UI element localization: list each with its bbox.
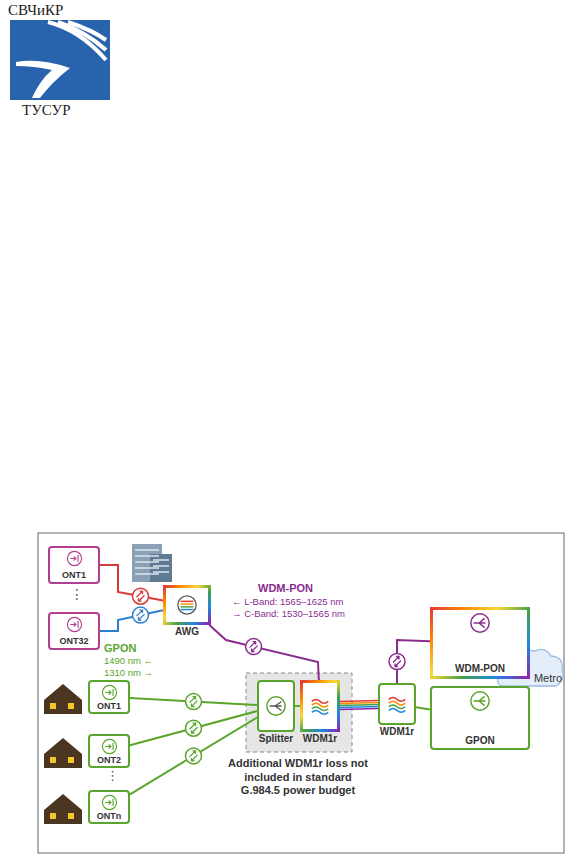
- fiber-line: [100, 610, 163, 631]
- transceiver-symbol: [186, 694, 202, 710]
- text-label: Additional WDM1r loss not included in st…: [226, 757, 370, 798]
- node-icon: [101, 684, 118, 701]
- fiber-line: [100, 565, 163, 601]
- node-icon: [469, 612, 491, 634]
- icon-holder: [469, 612, 491, 634]
- icon-holder: [309, 695, 331, 717]
- node-icon: [101, 794, 118, 811]
- transceiver-symbol: [133, 588, 149, 604]
- node-shape: GPON: [430, 686, 530, 750]
- text-label: ⋮: [70, 586, 84, 603]
- fiber-line: [130, 718, 257, 795]
- node-label: ONT32: [59, 636, 88, 647]
- node-shape: ONT1: [88, 680, 130, 714]
- node-icon: [309, 695, 331, 717]
- text-label: ← L-Band: 1565–1625 nm: [232, 596, 343, 608]
- logo: [10, 20, 110, 100]
- node-shape: [300, 680, 340, 732]
- node-label: AWG: [175, 626, 199, 638]
- node-icon: [66, 616, 83, 633]
- node-shape: WDM-PON: [430, 607, 530, 679]
- node-shape: [257, 680, 295, 732]
- network-node: WDM-PON: [430, 607, 530, 679]
- transceiver-symbol: [186, 748, 202, 764]
- houses: [44, 684, 82, 824]
- node-label: ONTn: [97, 811, 122, 822]
- node-label: WDM1r: [303, 733, 337, 745]
- icon-holder: [101, 794, 118, 811]
- building: [132, 544, 172, 582]
- transceiver-symbol: [246, 639, 262, 655]
- fiber-line: [340, 707, 378, 708]
- network-node: WDM1r: [300, 680, 340, 745]
- fiber-line: [209, 625, 318, 680]
- icon-holder: [101, 738, 118, 755]
- fiber-line: [340, 709, 378, 710]
- text-label: 1310 nm →: [104, 667, 153, 679]
- frame: [38, 533, 564, 853]
- node-label: Splitter: [259, 733, 293, 745]
- icon-holder: [66, 616, 83, 633]
- node-icon: [176, 594, 198, 616]
- node-icon: [265, 695, 287, 717]
- node-shape: [378, 683, 416, 725]
- node-icon: [66, 550, 83, 567]
- node-label: WDM1r: [380, 726, 414, 738]
- node-icon: [101, 738, 118, 755]
- text-label: ⋮: [106, 768, 119, 784]
- node-shape: ONT2: [88, 734, 130, 768]
- node-label: GPON: [465, 735, 494, 747]
- node-shape: ONT1: [48, 546, 100, 584]
- text-label: 1490 nm ←: [104, 655, 153, 667]
- fiber-bundle: [340, 701, 378, 710]
- icon-holder: [265, 695, 287, 717]
- text-label: СВЧиКР: [8, 2, 63, 20]
- node-icon: [469, 690, 491, 712]
- icon-holder: [66, 550, 83, 567]
- network-node: ONT1: [88, 680, 130, 714]
- network-node: WDM1r: [378, 683, 416, 738]
- transceiver-symbol: [133, 607, 149, 623]
- icon-holder: [469, 690, 491, 712]
- fiber-line: [340, 703, 378, 704]
- text-label: → C-Band: 1530–1565 nm: [232, 608, 345, 620]
- text-label: ТУСУР: [22, 102, 71, 120]
- network-node: ONTn: [88, 790, 130, 824]
- node-label: Metro: [534, 672, 562, 685]
- transceiver-symbol: [389, 654, 405, 670]
- transceiver-symbol: [186, 720, 202, 736]
- icon-holder: [101, 684, 118, 701]
- network-node: ONT1: [48, 546, 100, 584]
- icon-holder: [176, 594, 198, 616]
- network-node: Splitter: [257, 680, 295, 745]
- network-node: AWG: [163, 585, 211, 638]
- icon-holder: [386, 693, 408, 715]
- node-shape: ONTn: [88, 790, 130, 824]
- node-shape: ONT32: [48, 612, 100, 650]
- text-label: GPON: [104, 642, 136, 656]
- network-node: ONT32: [48, 612, 100, 650]
- dashed-group: [246, 673, 352, 752]
- network-node: ONT2: [88, 734, 130, 768]
- fiber-line: [340, 701, 378, 702]
- node-label: ONT1: [97, 701, 121, 712]
- fiber-line: [340, 705, 378, 706]
- node-label: ONT1: [62, 570, 86, 581]
- text-label: WDM-PON: [258, 582, 313, 596]
- node-shape: [163, 585, 211, 625]
- node-label: WDM-PON: [455, 663, 505, 675]
- network-node: GPON: [430, 686, 530, 750]
- node-label: ONT2: [97, 755, 121, 766]
- fiber-line: [416, 707, 430, 709]
- node-icon: [386, 693, 408, 715]
